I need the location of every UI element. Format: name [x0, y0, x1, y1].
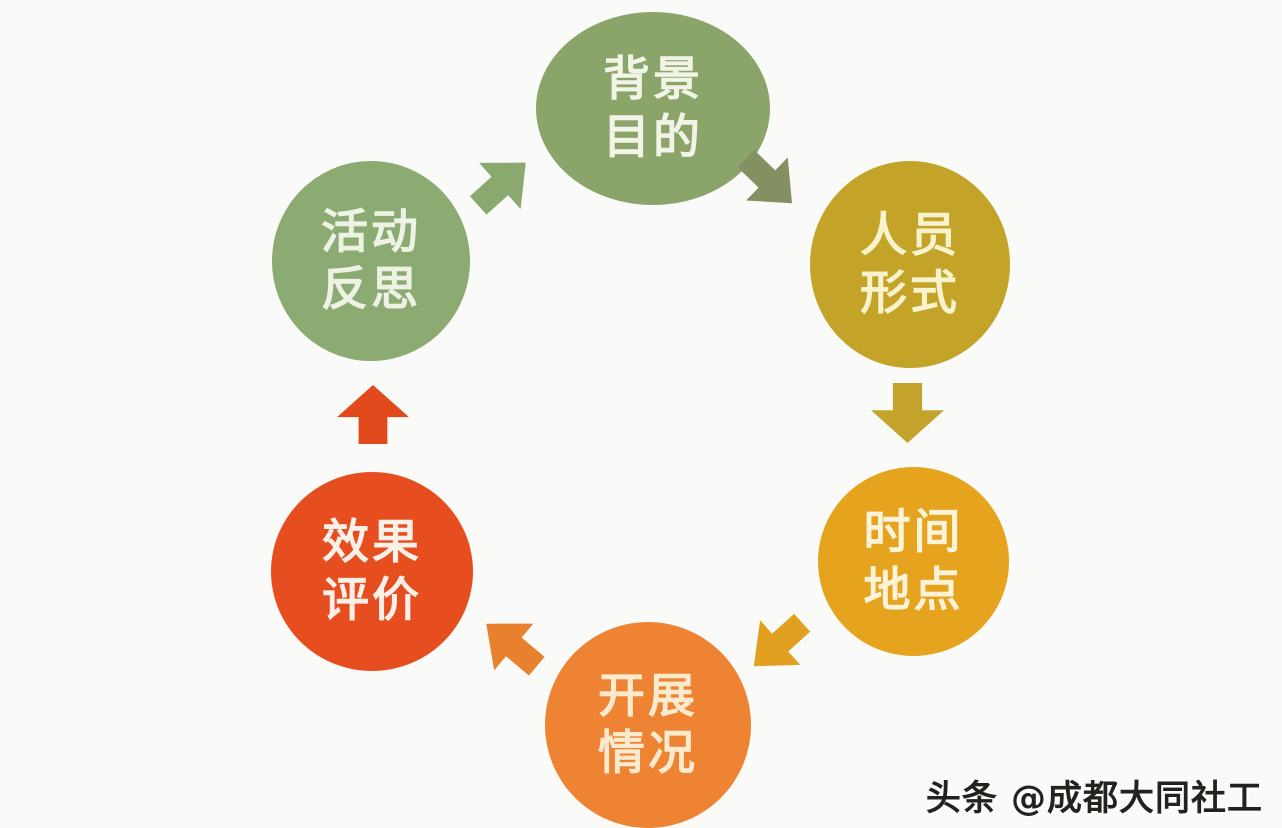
node-label: 开展 情况	[598, 668, 698, 781]
node-background-purpose: 背景 目的	[536, 12, 770, 205]
node-label: 时间 地点	[863, 505, 964, 618]
arrow-down-right-icon	[737, 150, 793, 204]
node-activity-reflection: 活动 反思	[272, 161, 470, 361]
watermark-text: 头条 @成都大同社工	[925, 779, 1263, 819]
node-label: 活动 反思	[321, 204, 421, 317]
node-label: 人员 形式	[860, 208, 960, 321]
node-personnel-format: 人员 形式	[810, 161, 1010, 368]
arrow-down-icon	[871, 383, 944, 443]
node-effect-evaluation: 效果 评价	[271, 472, 473, 671]
node-label: 背景 目的	[603, 52, 703, 165]
node-implementation: 开展 情况	[545, 622, 751, 828]
arrow-up-icon	[337, 385, 409, 444]
arrow-up-left-icon	[486, 623, 545, 676]
arrow-up-right-icon	[469, 162, 526, 215]
node-time-place: 时间 地点	[818, 467, 1009, 656]
node-label: 效果 评价	[322, 515, 422, 628]
arrow-down-left-icon	[753, 613, 811, 667]
